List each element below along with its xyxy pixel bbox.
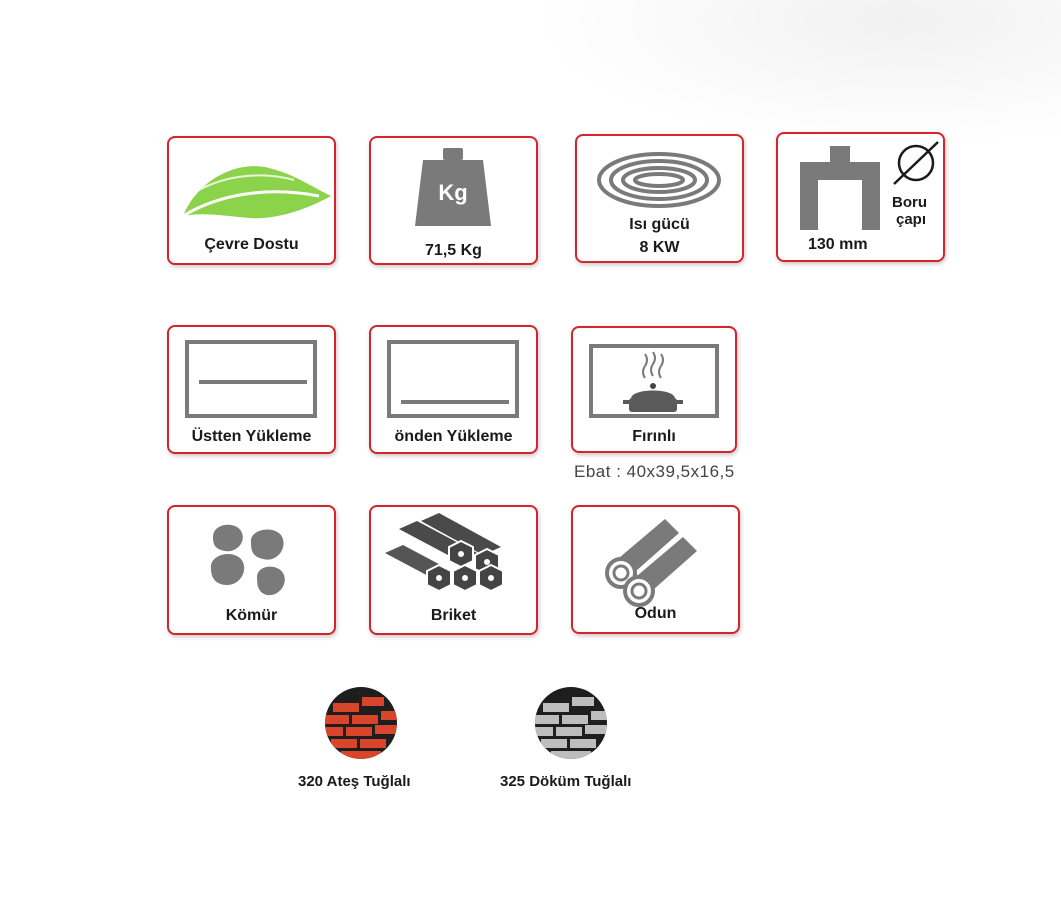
oven-card: Fırınlı <box>571 326 737 453</box>
firewood-icon <box>605 519 697 607</box>
cast-brick-icon <box>535 687 607 759</box>
pipe-label-line1: Boru <box>892 194 927 211</box>
briquette-icon <box>385 513 504 593</box>
coil-icon <box>597 152 721 208</box>
fire-brick-label: 320 Ateş Tuğlalı <box>298 773 411 790</box>
heat-power-title: Isı gücü <box>629 216 690 233</box>
weight-card: Kg 71,5 Kg <box>369 136 538 265</box>
oven-pot-icon <box>589 344 719 418</box>
front-loading-card: önden Yükleme <box>369 325 538 454</box>
pipe-diameter-value: 130 mm <box>808 236 868 253</box>
weight-icon: Kg <box>415 148 491 226</box>
eco-friendly-label: Çevre Dostu <box>204 236 299 253</box>
weight-icon-text: Kg <box>438 180 467 205</box>
dimensions-text: Ebat : 40x39,5x16,5 <box>574 462 735 481</box>
top-loading-card: Üstten Yükleme <box>167 325 336 454</box>
eco-friendly-card: Çevre Dostu <box>167 136 336 265</box>
top-loading-icon <box>185 340 317 418</box>
coal-label: Kömür <box>225 607 278 624</box>
oven-label: Fırınlı <box>632 428 676 445</box>
coal-card: Kömür <box>167 505 336 635</box>
front-loading-label: önden Yükleme <box>394 428 513 445</box>
weight-label: 71,5 Kg <box>425 242 482 259</box>
front-loading-icon <box>387 340 519 418</box>
briquette-label: Briket <box>430 607 477 624</box>
pipe-label-line2: çapı <box>896 211 927 228</box>
pipe-diameter-card: 130 mm Boru çapı <box>776 132 945 262</box>
fire-brick-icon <box>325 687 397 759</box>
firewood-card: Odun <box>571 505 740 634</box>
cast-brick-label: 325 Döküm Tuğlalı <box>500 773 632 790</box>
heat-power-card: Isı gücü 8 KW <box>575 134 744 263</box>
coal-icon <box>210 524 285 596</box>
briquette-card: Briket <box>369 505 538 635</box>
top-loading-label: Üstten Yükleme <box>191 428 312 445</box>
firewood-label: Odun <box>634 605 677 622</box>
diameter-icon <box>800 141 939 230</box>
leaf-icon <box>182 166 331 219</box>
heat-power-value: 8 KW <box>639 239 680 256</box>
